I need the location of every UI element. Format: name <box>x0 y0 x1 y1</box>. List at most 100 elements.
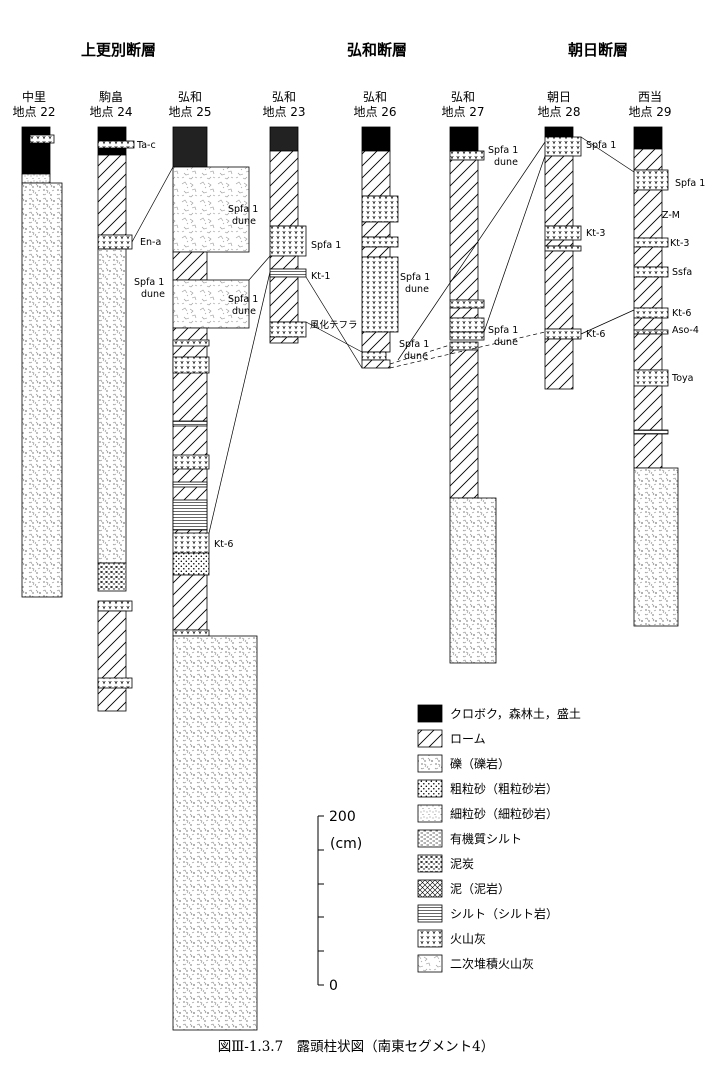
column-header-26-point: 地点 26 <box>353 105 396 119</box>
legend-swatch-volcanic-ash <box>417 929 443 948</box>
col25-ash-b <box>172 356 210 374</box>
column-header-29-name: 西当 <box>638 90 662 104</box>
correlation-line-col25-to-col23-spfa1 <box>248 255 271 281</box>
legend-swatch-organic-silt <box>417 829 443 848</box>
column-27 <box>449 126 497 664</box>
col22-soil-layer <box>21 126 51 175</box>
legend-item-black-soil: クロボク，森林土，盛土 <box>417 704 581 723</box>
scale-bar-unit-label: (cm) <box>330 836 362 852</box>
col28-loam-1 <box>544 155 574 227</box>
col22-ash-layer <box>29 134 55 144</box>
col29-loam-6 <box>633 385 663 469</box>
legend-item-volcanic-ash: 火山灰 <box>417 929 486 948</box>
legend-item-coarse-sand: 粗粒砂（粗粒砂岩） <box>417 779 558 798</box>
col28-soil-layer <box>544 126 574 138</box>
scale-bar <box>317 815 324 986</box>
col29-label-zm: Z-M <box>662 210 680 221</box>
col29-ash-kt3 <box>633 237 669 248</box>
legend-swatch-gravel <box>417 754 443 773</box>
correlation-line-col23-kt1-to-col26 <box>305 276 363 369</box>
col29-soil-layer <box>633 126 663 150</box>
col27-ash-2 <box>449 317 485 333</box>
correlation-line-col26-to-col28 <box>397 141 546 361</box>
fault-title-kowa: 弘和断層 <box>347 41 407 59</box>
legend-item-peat: 泥炭 <box>417 854 474 873</box>
col29-label-kt6: Kt-6 <box>672 308 691 319</box>
col26-soil-layer <box>361 126 391 152</box>
col29-loam-1 <box>633 148 663 171</box>
col27-label-dune-a: dune <box>494 157 518 168</box>
col27-label-spfa1-a: Spfa 1 <box>488 145 518 156</box>
col25-label-spfa1-b: Spfa 1 <box>228 294 258 305</box>
legend-item-silt: シルト（シルト岩） <box>417 904 558 923</box>
col28-ash-kt6 <box>544 328 582 340</box>
col28-ash-kt3 <box>544 225 582 241</box>
col29-loam-2 <box>633 246 663 268</box>
correlation-line-col23-weathered-to-col26 <box>305 321 363 353</box>
legend-item-fine-sand: 細粒砂（細粒砂岩） <box>417 804 558 823</box>
legend-label-volcanic-ash: 火山灰 <box>450 932 486 946</box>
column-header-25-name: 弘和 <box>178 90 202 104</box>
col26-label-dune-a: dune <box>405 284 429 295</box>
col28-loam-4 <box>544 338 574 390</box>
column-header-26-name: 弘和 <box>363 90 387 104</box>
col29-gravel-layer <box>633 467 679 627</box>
col26-loam-1 <box>361 150 391 197</box>
legend-label-coarse-sand: 粗粒砂（粗粒砂岩） <box>450 781 558 796</box>
col24-gravel-layer <box>97 248 127 564</box>
col28-loam-2 <box>544 239 574 247</box>
column-29 <box>633 126 679 627</box>
col29-silt-layer <box>633 429 669 435</box>
col25-label-spfa1-a: Spfa 1 <box>228 204 258 215</box>
column-header-28-name: 朝日 <box>547 90 571 104</box>
col24-ash-layer-3 <box>97 677 133 689</box>
legend-label-loam: ローム <box>450 732 486 746</box>
col24-loam-layer-2 <box>97 610 127 712</box>
col27-ash-3 <box>449 331 485 341</box>
scale-bar-bottom-label: 0 <box>329 978 338 994</box>
column-header-24-name: 駒畠 <box>99 89 123 104</box>
col24-loam-layer-1 <box>97 154 127 236</box>
legend-swatch-loam <box>417 729 443 748</box>
col26-label-dune-b: dune <box>404 351 428 362</box>
col27-loam-2 <box>449 307 479 319</box>
col26-loam-3 <box>361 246 391 258</box>
col29-ash-toya <box>633 369 669 387</box>
col23-soil-layer <box>269 126 299 152</box>
legend-label-mud: 泥（泥岩） <box>450 881 510 896</box>
col29-label-kt3: Kt-3 <box>670 238 689 249</box>
legend-label-organic-silt: 有機質シルト <box>450 831 522 846</box>
col24-ash-layer-2 <box>97 600 133 612</box>
correlation-line-col27-to-col28 <box>483 155 546 333</box>
col26-ash-1 <box>361 195 399 223</box>
col29-loam-5 <box>633 333 663 371</box>
column-23 <box>269 126 307 344</box>
col25-ash-c <box>172 454 210 470</box>
col26-loam-5 <box>361 359 391 369</box>
col23-label-kt1: Kt-1 <box>311 271 330 282</box>
col22-fine-sand-layer <box>21 173 51 184</box>
col28-label-spfa1: Spfa 1 <box>586 140 616 151</box>
col29-ash-aso4 <box>633 329 669 335</box>
col29-ash-kt6 <box>633 307 669 319</box>
col27-ash-1 <box>449 299 485 309</box>
legend: クロボク，森林土，盛土 ローム 礫（礫岩） 粗粒砂（粗粒砂岩） 細粒砂（細粒砂岩… <box>417 704 581 973</box>
legend-item-organic-silt: 有機質シルト <box>417 829 522 848</box>
col25-label-dune-b: dune <box>232 306 256 317</box>
legend-item-loam: ローム <box>417 729 486 748</box>
column-26 <box>361 126 399 369</box>
col24-label-en-a: En-a <box>140 237 161 248</box>
col24-peat-layer <box>97 562 127 592</box>
legend-swatch-fine-sand <box>417 804 443 823</box>
col24-label-dune: dune <box>141 289 165 300</box>
correlation-line-col28-to-col29-kt6 <box>580 309 635 335</box>
col22-gravel-layer <box>21 182 63 598</box>
col28-label-kt6: Kt-6 <box>586 329 605 340</box>
col25-label-dune-a: dune <box>232 216 256 227</box>
col23-loam-4 <box>269 336 299 344</box>
col23-label-spfa1: Spfa 1 <box>311 240 341 251</box>
col24-ash-ta-c <box>97 140 135 149</box>
col28-ash-spfa1 <box>544 136 582 157</box>
col23-loam-3 <box>269 276 299 323</box>
col23-label-weathered-tephra: 風化テフラ <box>310 319 358 331</box>
